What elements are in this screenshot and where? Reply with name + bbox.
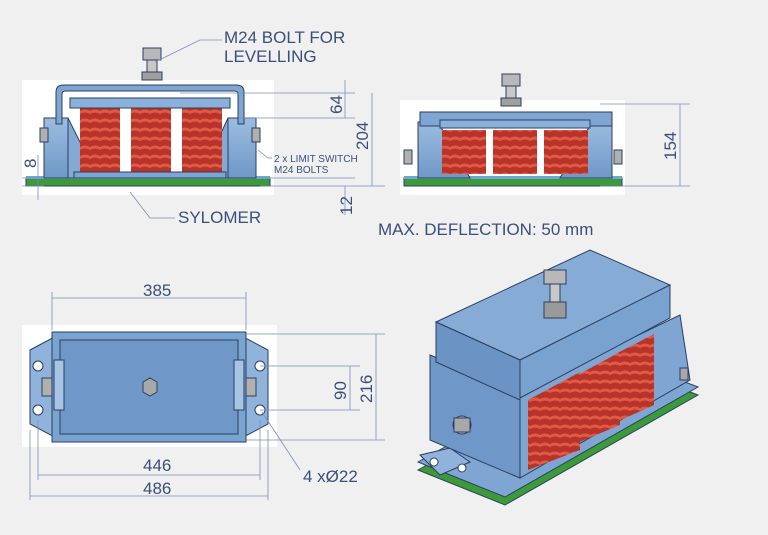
spring [80, 108, 120, 174]
limit-switch-label-line2: M24 BOLTS [274, 165, 329, 176]
dim-90: 90 [331, 381, 350, 400]
holes-label: 4 xØ22 [303, 467, 358, 486]
bolt-label-line2: LEVELLING [224, 47, 317, 66]
mounting-hole [32, 360, 44, 372]
side-view [400, 73, 690, 195]
limit-switch-label-line1: 2 x LIMIT SWITCH [274, 154, 358, 165]
bolt-head [142, 377, 158, 397]
dim-64: 64 [327, 95, 346, 114]
dim-12: 12 [337, 196, 356, 215]
levelling-bolt [142, 47, 162, 61]
dim-216: 216 [357, 375, 376, 403]
dim-446: 446 [143, 456, 171, 475]
dim-385: 385 [143, 281, 171, 300]
dim-154: 154 [661, 132, 680, 160]
spring [131, 108, 171, 174]
top-view [22, 292, 385, 500]
sylomer-pad [25, 177, 271, 187]
spring [182, 108, 222, 174]
bolt-label-line1: M24 BOLT FOR [224, 28, 345, 47]
dim-8: 8 [21, 159, 40, 168]
top-cover [55, 84, 245, 125]
front-view [22, 39, 385, 219]
max-deflection-label: MAX. DEFLECTION: 50 mm [378, 220, 593, 239]
mounting-hole [32, 404, 44, 416]
sylomer-label: SYLOMER [178, 208, 261, 227]
dim-204: 204 [353, 122, 372, 150]
dim-486: 486 [143, 479, 171, 498]
isometric-view [416, 249, 700, 506]
